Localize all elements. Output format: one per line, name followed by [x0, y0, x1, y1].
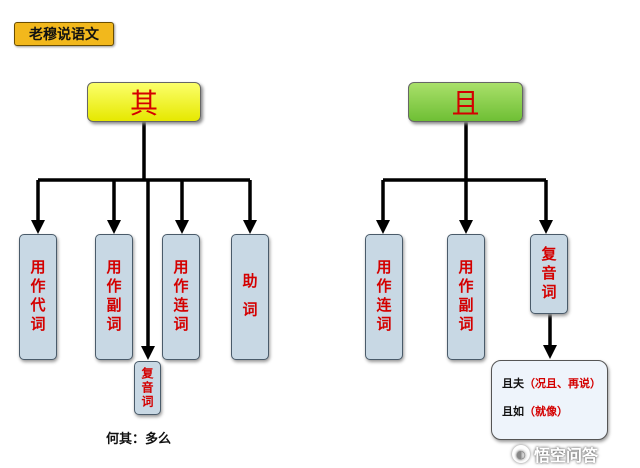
- node-label: 助 词: [240, 273, 259, 321]
- wukong-logo-icon: ◐: [512, 445, 530, 463]
- node-particle: 助 词: [231, 234, 269, 360]
- note-heqi: 何其：多么: [106, 432, 172, 447]
- node-r-compound-word: 复音词: [530, 234, 568, 314]
- brand-badge: 老穆说语文: [14, 22, 114, 46]
- examples-box: 且夫（况且、再说） 且如（就像）: [491, 360, 608, 440]
- node-label: 用作连词: [171, 259, 190, 335]
- node-label: 用作副词: [104, 259, 123, 335]
- example-row: 且如（就像）: [502, 403, 607, 419]
- example-word: 且夫: [502, 377, 524, 390]
- node-pronoun: 用作代词: [19, 234, 57, 360]
- root-node-qi: 其: [87, 82, 201, 122]
- example-word: 且如: [502, 405, 524, 418]
- root-node-qie: 且: [408, 82, 523, 122]
- node-label: 复音词: [539, 245, 558, 303]
- node-r-adverb: 用作副词: [447, 234, 485, 360]
- example-gloss: （就像）: [524, 405, 568, 418]
- example-row: 且夫（况且、再说）: [502, 375, 607, 391]
- watermark-text: 悟空问答: [534, 446, 599, 465]
- node-r-conjunction: 用作连词: [365, 234, 403, 360]
- node-compound-word: 复音词: [134, 361, 161, 415]
- node-label: 用作连词: [374, 259, 393, 335]
- node-adverb: 用作副词: [95, 234, 133, 360]
- root-label: 且: [451, 87, 480, 120]
- node-label: 用作代词: [28, 259, 47, 335]
- root-label: 其: [129, 87, 158, 120]
- example-gloss: （况且、再说）: [524, 377, 601, 390]
- node-label: 用作副词: [456, 259, 475, 335]
- node-label: 复音词: [140, 367, 154, 409]
- watermark: ◐ 悟空问答: [512, 442, 598, 466]
- node-conjunction: 用作连词: [162, 234, 200, 360]
